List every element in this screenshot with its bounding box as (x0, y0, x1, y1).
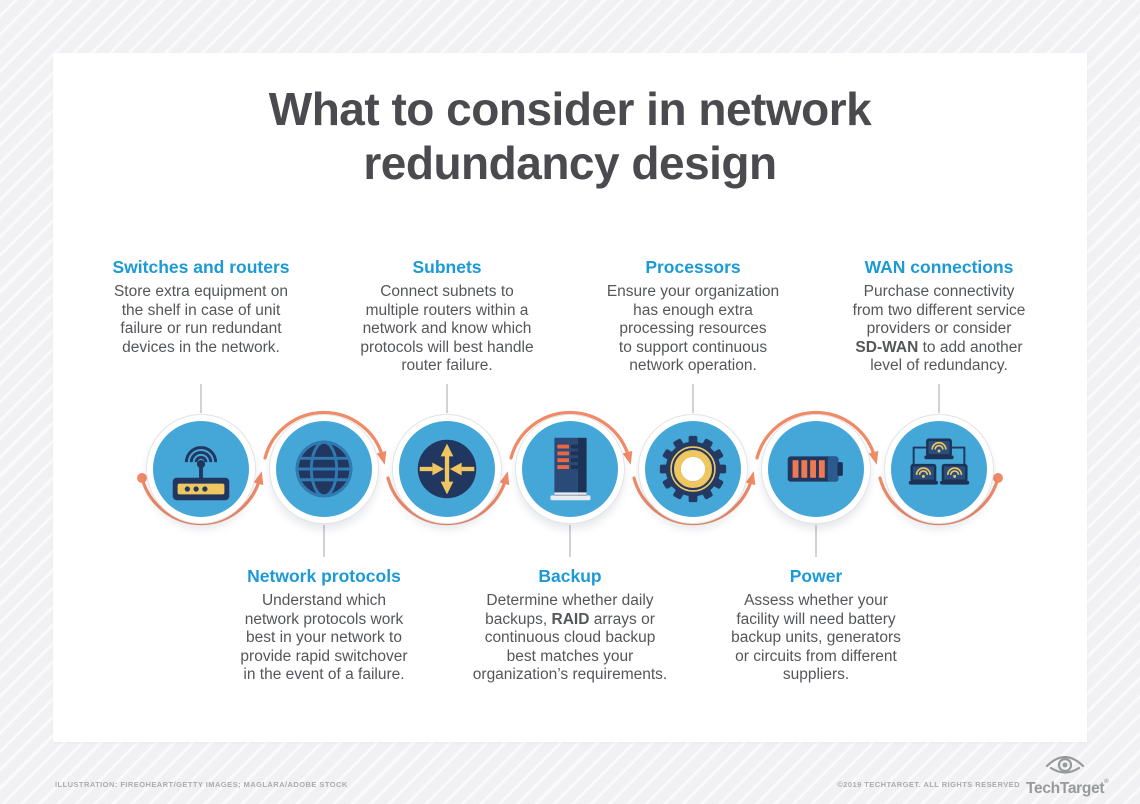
topic-body: Store extra equipment on the shelf in ca… (113, 283, 289, 356)
topic-wan-connections: WAN connections Purchase connectivity fr… (829, 257, 1049, 376)
techtarget-eye-icon (1045, 755, 1085, 774)
topic-power: Power Assess whether your facility will … (694, 566, 938, 685)
topic-title: WAN connections (864, 257, 1014, 277)
circle-network-protocols (270, 415, 378, 523)
topic-backup: Backup Determine whether daily backups, … (448, 566, 692, 685)
topic-body: Connect subnets to multiple routers with… (360, 283, 534, 374)
topic-body: Purchase connectivity from two different… (852, 283, 1026, 374)
laptops-network-icon (908, 438, 970, 485)
techtarget-logo: TechTarget® (1026, 752, 1109, 798)
topic-title: Backup (538, 566, 602, 586)
circle-wan-connections (885, 415, 993, 523)
circle-subnets (393, 415, 501, 523)
topic-body: Ensure your organization has enough extr… (606, 283, 780, 374)
gear-icon (659, 435, 727, 503)
topic-body: Determine whether daily backups, RAID ar… (472, 592, 668, 683)
page-title: What to consider in network redundancy d… (268, 83, 872, 189)
circle-backup (516, 415, 624, 523)
illustration-credit: ILLUSTRATION: FIREOHEART/GETTY IMAGES; M… (55, 780, 348, 789)
topic-title: Processors (645, 257, 741, 277)
copyright-text: ©2019 TECHTARGET. ALL RIGHTS RESERVED (837, 780, 1020, 789)
circle-power (762, 415, 870, 523)
topic-processors: Processors Ensure your organization has … (583, 257, 803, 376)
topic-subnets: Subnets Connect subnets to multiple rout… (337, 257, 557, 376)
topic-title: Subnets (412, 257, 482, 277)
battery-icon (787, 456, 843, 482)
server-icon (550, 437, 591, 501)
infographic-card (53, 53, 1087, 742)
circle-processors (639, 415, 747, 523)
topic-body: Understand which network protocols work … (240, 592, 408, 683)
techtarget-logo-text: TechTarget® (1026, 779, 1109, 797)
route-arrows-icon (417, 439, 477, 499)
topic-body: Assess whether your facility will need b… (731, 592, 901, 683)
circle-switches-and-routers (147, 415, 255, 523)
topic-network-protocols: Network protocols Understand which netwo… (202, 566, 446, 685)
topic-title: Network protocols (247, 566, 401, 586)
wireless-router-icon (172, 446, 230, 501)
globe-icon (295, 440, 353, 498)
topic-switches-and-routers: Switches and routers Store extra equipme… (91, 257, 311, 357)
topic-title: Power (789, 566, 843, 586)
topic-title: Switches and routers (112, 257, 290, 277)
